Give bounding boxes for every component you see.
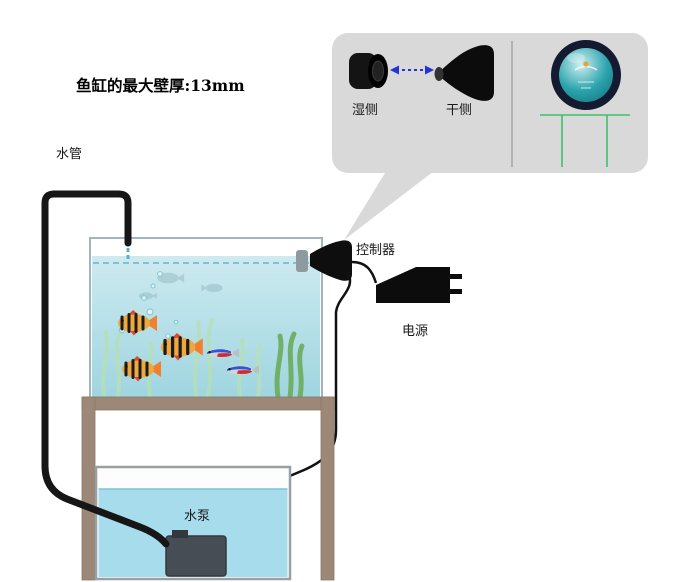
callout-bubble xyxy=(332,33,648,240)
tank-stand xyxy=(81,396,335,581)
power-label: 电源 xyxy=(402,323,429,338)
fish-tank xyxy=(89,237,323,400)
max-wall-thickness-note: 鱼缸的最大壁厚:13mm xyxy=(76,76,245,95)
controller-device xyxy=(296,240,352,281)
controller-display-icon xyxy=(540,40,630,167)
water-pipe xyxy=(41,190,170,548)
water-pipe-label: 水管 xyxy=(56,146,83,161)
water-pump-device xyxy=(165,530,227,577)
controller-to-power-cable xyxy=(351,260,378,284)
wet-side-label: 湿侧 xyxy=(352,102,379,117)
controller-label: 控制器 xyxy=(356,242,396,257)
double-arrow-icon xyxy=(390,65,434,75)
water-pump-label: 水泵 xyxy=(184,508,211,523)
wet-side-sensor-icon xyxy=(349,53,388,89)
dry-side-label: 干侧 xyxy=(446,102,473,117)
power-adapter xyxy=(376,267,462,303)
dry-side-sensor-icon xyxy=(434,45,494,101)
